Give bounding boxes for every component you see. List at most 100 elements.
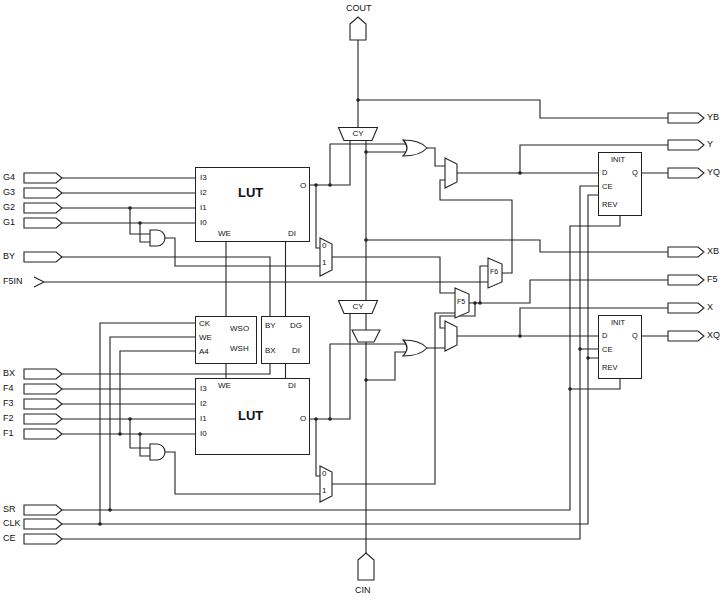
pin-name: A4 <box>199 348 209 356</box>
pin-name: DI <box>288 230 296 238</box>
junction-dot <box>98 98 590 526</box>
input-port <box>24 203 62 213</box>
wire <box>62 186 598 539</box>
pin-name: Q <box>632 169 638 177</box>
signal-name: G2 <box>3 203 15 212</box>
signal-name: SR <box>3 505 16 514</box>
junction-dot <box>473 301 477 305</box>
signal-name: CE <box>3 534 16 543</box>
signal-name: G4 <box>3 173 15 182</box>
pin-name: I0 <box>200 219 207 227</box>
wire <box>358 100 668 252</box>
mux-label: 1 <box>322 487 326 495</box>
logic-gate <box>403 140 427 156</box>
pin-name: D <box>602 332 607 340</box>
wire <box>34 40 668 553</box>
pin-name: I1 <box>200 204 207 212</box>
junction-dot <box>586 356 590 360</box>
signal-name: F1 <box>3 429 14 438</box>
signal-name: BY <box>3 252 15 261</box>
mux-symbol <box>445 158 457 188</box>
lut-block: LUTI3I2I1I0WEDIO <box>195 378 310 455</box>
junction-dot <box>138 221 142 225</box>
wire <box>165 238 320 266</box>
signal-name: Y <box>707 140 713 149</box>
wire-connector <box>365 141 366 300</box>
pin-name: CY <box>352 303 363 311</box>
signal-name: G1 <box>3 218 15 227</box>
signal-name: YB <box>707 113 719 122</box>
pin-name: WE <box>218 230 231 238</box>
wire-connector <box>225 364 226 378</box>
output-port <box>668 168 704 178</box>
junction-dot <box>98 522 102 526</box>
pin-name: REV <box>602 201 617 209</box>
pin-name: I1 <box>200 415 207 423</box>
wire-connector <box>285 242 286 316</box>
input-port <box>24 369 62 379</box>
signal-name: F4 <box>3 384 14 393</box>
pin-name: INIT <box>611 156 625 164</box>
signal-name: F5IN <box>3 277 23 286</box>
data-gen-block: BYDGBXDI <box>261 316 310 364</box>
pin-name: DI <box>288 382 296 390</box>
pin-name: WSO <box>230 325 249 333</box>
wire <box>62 178 195 223</box>
wire <box>316 344 406 476</box>
output-port <box>668 303 704 313</box>
pin-name: BX <box>265 347 276 355</box>
mux-symbol <box>488 258 502 288</box>
block-title: LUT <box>238 186 263 199</box>
junction-dot <box>568 387 572 391</box>
wire <box>100 323 195 524</box>
pin-name: WE <box>199 334 212 342</box>
input-port <box>24 188 62 198</box>
junction-dot <box>138 432 142 436</box>
pin-name: D <box>602 169 607 177</box>
mux-outline <box>339 128 378 141</box>
input-port <box>24 505 62 515</box>
signal-name: X <box>707 303 713 312</box>
pin-name: WE <box>218 382 231 390</box>
junction-dot <box>356 98 360 102</box>
pin-name: I3 <box>200 174 207 182</box>
input-port <box>24 519 62 529</box>
signal-name: BX <box>3 369 15 378</box>
output-port <box>668 331 704 341</box>
pin-name: DG <box>290 322 302 330</box>
junction-dot <box>364 378 368 382</box>
input-port <box>24 218 62 228</box>
mux-symbol <box>455 288 469 318</box>
mux-symbol <box>352 330 380 342</box>
flip-flop: INITDQCEREV <box>598 152 642 216</box>
junction-dot <box>478 301 482 305</box>
mux-symbol <box>320 158 502 502</box>
output-port <box>668 247 704 257</box>
signal-name: YQ <box>707 168 720 177</box>
wire-connector <box>285 364 286 378</box>
wire <box>316 144 406 248</box>
mux-label: 1 <box>322 259 326 267</box>
output-port <box>668 113 704 123</box>
block-title: LUT <box>238 409 263 422</box>
wire <box>366 148 445 166</box>
signal-name: F5 <box>707 275 718 284</box>
input-port <box>358 553 374 580</box>
input-port <box>24 384 62 394</box>
pin-name: REV <box>602 364 617 372</box>
wire-connector <box>225 242 226 316</box>
wire <box>358 40 366 553</box>
signal-name: XB <box>707 247 719 256</box>
signal-name: CIN <box>355 586 371 595</box>
write-strobe-block: CKWEA4WSOWSH <box>195 316 257 364</box>
junction-dot <box>108 508 112 512</box>
mux-symbol <box>320 238 332 276</box>
input-port <box>24 252 62 262</box>
pin-name: I0 <box>200 430 207 438</box>
pin-name: I2 <box>200 189 207 197</box>
wire <box>34 277 488 287</box>
wire <box>62 257 270 316</box>
wire <box>62 195 598 524</box>
wire <box>642 173 668 336</box>
